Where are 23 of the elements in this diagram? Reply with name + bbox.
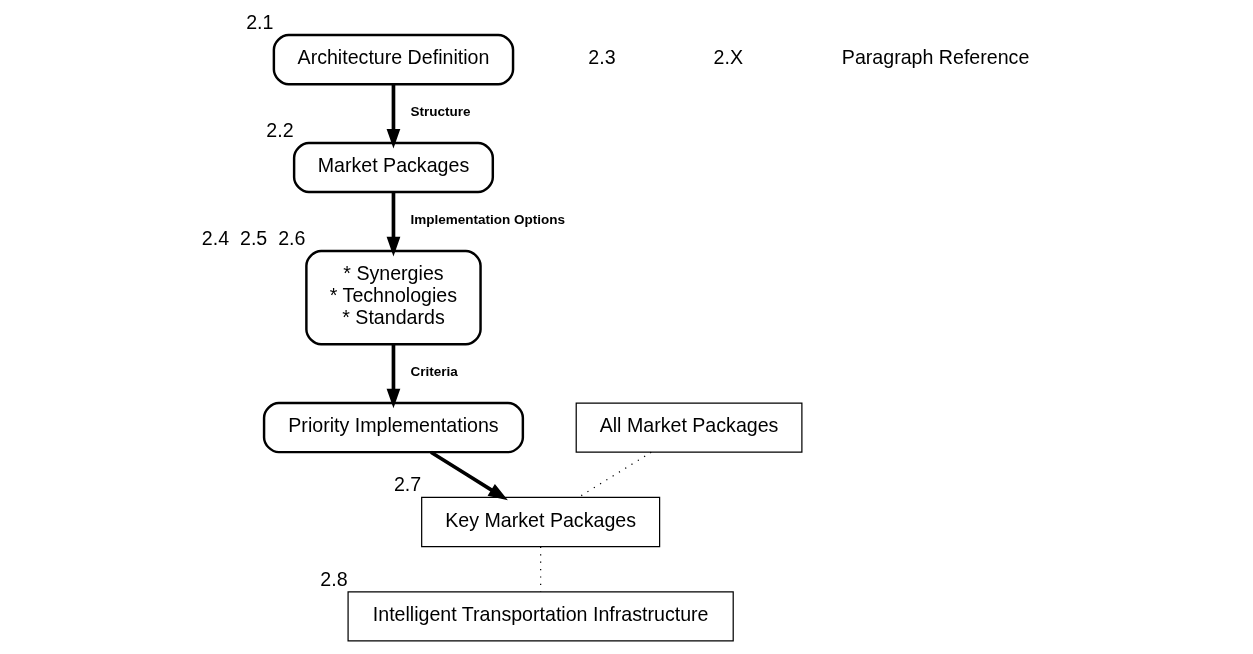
node-label: 2.7 xyxy=(393,473,422,496)
node-box: Priority Implementations xyxy=(262,401,525,454)
arrow xyxy=(386,84,401,149)
node-box: * Synergies * Technologies * Standards xyxy=(305,249,482,346)
connector xyxy=(577,451,652,498)
edge-label: Criteria xyxy=(410,363,458,379)
node-box: All Market Packages xyxy=(575,402,803,453)
node-box: Market Packages xyxy=(292,141,495,194)
node-box: Architecture Definition xyxy=(272,33,515,86)
edge-label: Structure xyxy=(410,103,471,119)
label: Paragraph Reference xyxy=(841,46,1030,69)
node-label: 2.8 xyxy=(320,567,348,590)
edge-label: Implementation Options xyxy=(410,211,565,227)
node-label: 2.4 2.5 2.6 xyxy=(201,226,306,249)
node-label: 2.2 xyxy=(266,118,294,141)
arrow xyxy=(430,450,508,501)
node-box: Intelligent Transportation Infrastructure xyxy=(347,591,734,642)
arrow xyxy=(386,192,401,257)
node-label: 2.1 xyxy=(246,10,274,33)
node-box: Key Market Packages xyxy=(421,496,661,548)
label: 2.X xyxy=(713,46,744,69)
label: 2.3 xyxy=(588,46,616,69)
arrow xyxy=(386,344,401,409)
